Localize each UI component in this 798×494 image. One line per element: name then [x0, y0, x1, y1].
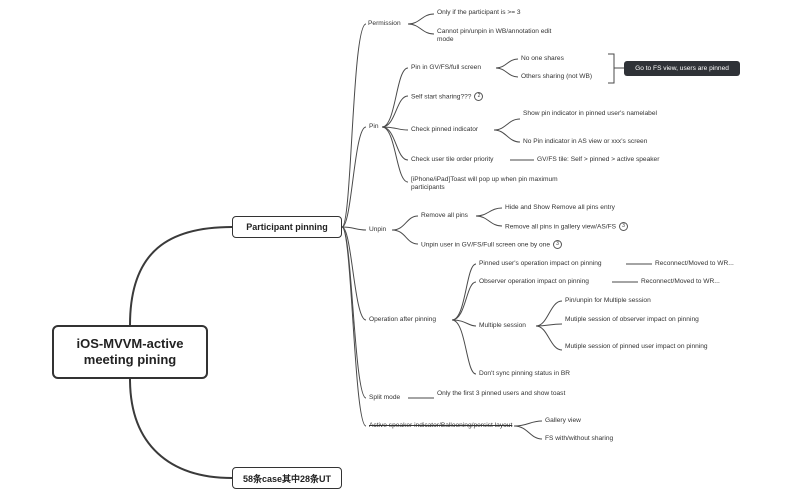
edge-pp-permission — [341, 23, 367, 228]
edge-pp-split — [341, 226, 367, 399]
edge-unpin-one — [391, 229, 419, 245]
check-indicator-node[interactable]: Check pinned indicator — [411, 126, 479, 133]
edge-removeall-2 — [475, 215, 503, 227]
permission-node[interactable]: Permission — [368, 20, 401, 27]
split-mode-detail[interactable]: Only the first 3 pinned users and show t… — [437, 390, 566, 397]
multiple-session-item[interactable]: Pin/unpin for Multiple session — [565, 297, 651, 304]
split-mode-node[interactable]: Split mode — [369, 394, 401, 401]
pinned-user-operation-detail[interactable]: Reconnect/Moved to WR... — [655, 260, 734, 267]
edge-root-participant — [129, 226, 233, 326]
pin-gvfs-item[interactable]: Others sharing (not WB) — [521, 73, 593, 80]
note-count-badge[interactable]: 2 — [474, 92, 484, 101]
no-sync-br-node[interactable]: Don't sync pinning status in BR — [479, 370, 571, 377]
edge-gvfs-2 — [495, 67, 519, 78]
active-speaker-item[interactable]: FS with/without sharing — [545, 435, 614, 442]
multiple-session-item[interactable]: Mutiple session of pinned user impact on… — [565, 343, 708, 350]
participant-pinning-node[interactable]: Participant pinning — [232, 216, 342, 238]
observer-operation-detail[interactable]: Reconnect/Moved to WR... — [641, 278, 720, 285]
edge-perm-2 — [407, 23, 435, 35]
unpin-node[interactable]: Unpin — [369, 226, 387, 233]
summary-node[interactable]: 58条case其中28条UT — [232, 467, 342, 489]
check-indicator-item[interactable]: Show pin indicator in pinned user's name… — [523, 110, 657, 117]
edge-pin-gvfs — [381, 67, 409, 128]
unpin-one-by-one-node[interactable]: Unpin user in GV/FS/Full screen one by o… — [421, 240, 563, 249]
edge-active-2 — [513, 425, 543, 440]
pinned-user-operation-node[interactable]: Pinned user's operation impact on pinnin… — [479, 260, 602, 267]
edge-root-summary — [129, 378, 233, 479]
edge-pp-unpin — [341, 226, 367, 231]
edge-check-2 — [493, 129, 521, 143]
tile-order-detail[interactable]: GV/FS tile: Self > pinned > active speak… — [537, 156, 660, 163]
observer-operation-node[interactable]: Observer operation impact on pinning — [479, 278, 589, 285]
callout-bracket — [608, 53, 624, 84]
edge-op-multiple — [451, 319, 477, 327]
edge-perm-1 — [407, 13, 435, 25]
edge-multi-3 — [535, 325, 563, 351]
edge-pp-active — [341, 226, 367, 427]
pin-gvfs-node[interactable]: Pin in GV/FS/full screen — [411, 64, 481, 71]
fs-view-callout[interactable]: Go to FS view, users are pinned — [624, 61, 740, 76]
operation-node[interactable]: Operation after pinning — [369, 316, 437, 323]
permission-item[interactable]: Only if the participant is >= 3 — [437, 9, 521, 16]
edge-pin-order — [381, 126, 409, 161]
remove-all-item-label: Remove all pins in gallery view/AS/FS — [505, 223, 617, 231]
tile-order-node[interactable]: Check user tile order priority — [411, 156, 494, 163]
edge-op-nosync — [451, 319, 477, 375]
edge-op-pinned — [451, 263, 477, 321]
active-speaker-item[interactable]: Gallery view — [545, 417, 581, 424]
self-start-sharing-node[interactable]: Self start sharing???2 — [411, 92, 484, 101]
edge-op-observer — [451, 281, 477, 321]
ipad-toast-node[interactable]: [iPhone/iPad]Toast will pop up when pin … — [411, 176, 558, 191]
edge-unpin-removeall — [391, 215, 419, 231]
pin-gvfs-item[interactable]: No one shares — [521, 55, 564, 62]
remove-all-pins-node[interactable]: Remove all pins — [421, 212, 468, 219]
multiple-session-node[interactable]: Multiple session — [479, 322, 526, 329]
remove-all-item[interactable]: Hide and Show Remove all pins entry — [505, 204, 615, 211]
edge-pp-pin — [341, 126, 367, 228]
check-indicator-item[interactable]: No Pin indicator in AS view or xxx's scr… — [523, 138, 648, 145]
note-count-badge[interactable]: 3 — [619, 222, 629, 231]
root-node[interactable]: iOS-MVVM-active meeting pining — [52, 325, 208, 379]
pin-node[interactable]: Pin — [369, 123, 379, 130]
permission-item[interactable]: Cannot pin/unpin in WB/annotation edit m… — [437, 28, 552, 43]
self-start-sharing-label: Self start sharing??? — [411, 93, 472, 101]
edge-gvfs-1 — [495, 58, 519, 69]
edge-removeall-1 — [475, 207, 503, 217]
edge-pin-check — [381, 126, 409, 131]
active-speaker-node[interactable]: Active speaker indicator/Ballooning/pers… — [369, 422, 513, 429]
edge-check-1 — [493, 118, 521, 131]
unpin-one-by-one-label: Unpin user in GV/FS/Full screen one by o… — [421, 241, 551, 249]
edge-multi-1 — [535, 300, 563, 327]
edge-pin-ipad — [381, 126, 409, 183]
edge-pp-operation — [341, 226, 367, 321]
note-count-badge[interactable]: 3 — [553, 240, 563, 249]
multiple-session-item[interactable]: Mutiple session of observer impact on pi… — [565, 316, 699, 323]
edge-pin-self — [381, 95, 409, 128]
